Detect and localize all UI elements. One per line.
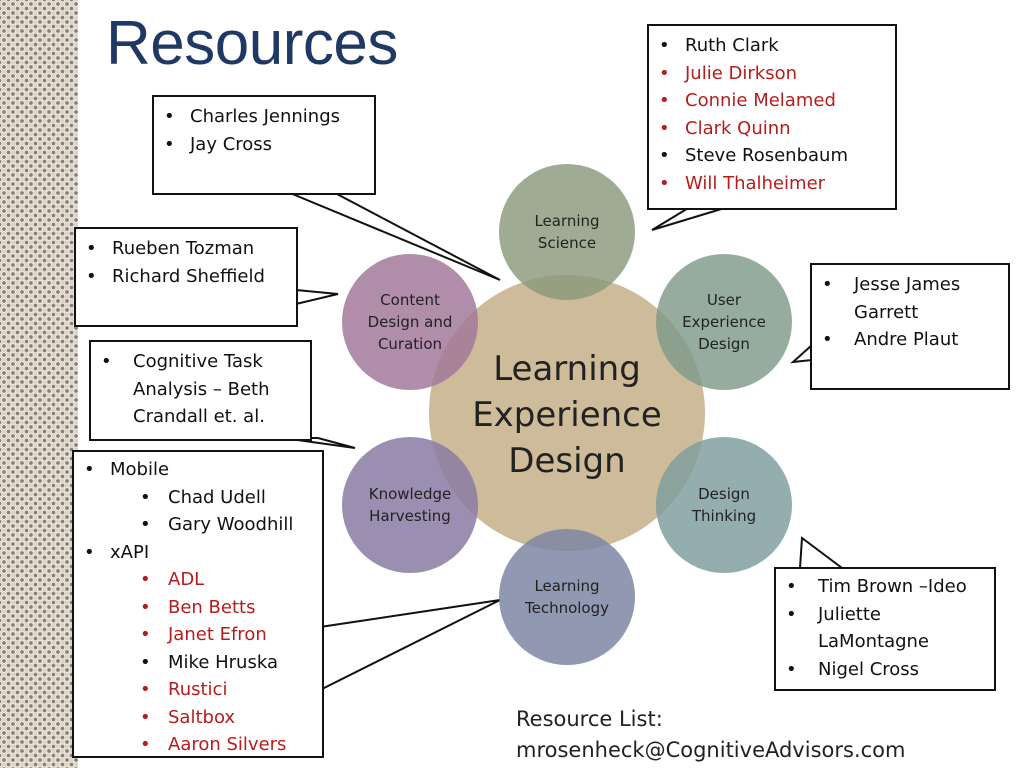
list-item: Rustici	[74, 676, 322, 704]
list-item: Steve Rosenbaum	[649, 142, 895, 170]
list-item: xAPI	[74, 539, 322, 567]
pointer-brown	[798, 536, 845, 569]
list-item: Cognitive Task Analysis – Beth Crandall …	[91, 348, 304, 431]
list-item: Nigel Cross	[776, 656, 994, 684]
text-line: Design	[698, 335, 750, 353]
list-item: Gary Woodhill	[74, 511, 322, 539]
resource-list: Resource List: mrosenheck@CognitiveAdvis…	[516, 704, 905, 766]
list-item: Chad Udell	[74, 484, 322, 512]
callout-brown: Tim Brown –Ideo Juliette LaMontagne Nige…	[774, 567, 996, 691]
list-item: Rueben Tozman	[76, 235, 296, 263]
pointer-tozman	[295, 288, 339, 306]
list-item: Mike Hruska	[74, 649, 322, 677]
list-item: Julie Dirkson	[649, 60, 895, 88]
list-item: Saltbox	[74, 704, 322, 732]
circle-design-thinking	[656, 437, 792, 573]
list-item: Richard Sheffield	[76, 263, 296, 291]
callout-jennings: Charles Jennings Jay Cross	[152, 95, 376, 195]
text-line: Technology	[524, 599, 610, 617]
callout-cognitive: Cognitive Task Analysis – Beth Crandall …	[89, 340, 312, 441]
callout-clark: Ruth Clark Julie Dirkson Connie Melamed …	[647, 24, 897, 210]
list-item: Janet Efron	[74, 621, 322, 649]
label-user-experience: User Experience Design	[669, 289, 779, 355]
outer-circles	[342, 164, 792, 665]
list-item: Jay Cross	[154, 131, 374, 159]
label-knowledge-harvesting: Knowledge Harvesting	[355, 483, 465, 527]
page-title: Resources	[106, 9, 398, 78]
list-item: Ben Betts	[74, 594, 322, 622]
list-item: Ruth Clark	[649, 32, 895, 60]
text-line: Knowledge	[368, 485, 452, 503]
text-line: Curation	[377, 335, 443, 353]
circle-knowledge-harvesting	[342, 437, 478, 573]
pointer-clark	[651, 206, 729, 231]
text-line: Content	[380, 291, 440, 309]
circle-learning-science	[499, 164, 635, 300]
text-line: Learning	[534, 212, 600, 230]
text-line: User	[706, 291, 742, 309]
list-item: Andre Plaut	[812, 326, 1002, 354]
list-item: Clark Quinn	[649, 115, 895, 143]
list-item: Tim Brown –Ideo	[776, 573, 994, 601]
decorative-pattern-strip	[0, 0, 78, 768]
text-line: Learning	[493, 349, 641, 389]
circle-learning-technology	[499, 529, 635, 665]
list-item: Will Thalheimer	[649, 170, 895, 198]
text-line: Design	[698, 485, 750, 503]
list-item: Connie Melamed	[649, 87, 895, 115]
center-label: Learning Experience Design	[447, 346, 687, 484]
list-item: Mobile	[74, 456, 322, 484]
label-content-design: Content Design and Curation	[355, 289, 465, 355]
circle-user-experience	[656, 254, 792, 390]
circle-content-design	[342, 254, 478, 390]
pointer-mobile	[319, 599, 501, 692]
label-design-thinking: Design Thinking	[674, 483, 774, 527]
text-line: Experience	[682, 313, 766, 331]
text-line: Design	[508, 441, 626, 481]
text-line: Science	[537, 234, 597, 252]
text-line: Thinking	[691, 507, 757, 525]
list-item: ADL	[74, 566, 322, 594]
list-item: Juliette LaMontagne	[776, 601, 994, 656]
label-learning-science: Learning Science	[517, 210, 617, 254]
callout-mobile: Mobile Chad Udell Gary Woodhill xAPI ADL…	[72, 450, 324, 758]
callout-garrett: Jesse James Garrett Andre Plaut	[810, 263, 1010, 390]
center-circle	[429, 275, 705, 551]
label-learning-technology: Learning Technology	[512, 575, 622, 619]
list-item: Aaron Silvers	[74, 731, 322, 759]
callout-tozman: Rueben Tozman Richard Sheffield	[74, 227, 298, 327]
text-line: Design and	[367, 313, 453, 331]
text-line: Harvesting	[369, 507, 451, 525]
list-item: Jesse James Garrett	[812, 271, 1002, 326]
resource-list-label: Resource List:	[516, 707, 663, 731]
text-line: Learning	[534, 577, 600, 595]
list-item: Charles Jennings	[154, 103, 374, 131]
text-line: Experience	[472, 395, 662, 435]
resource-list-email[interactable]: mrosenheck@CognitiveAdvisors.com	[516, 738, 906, 762]
